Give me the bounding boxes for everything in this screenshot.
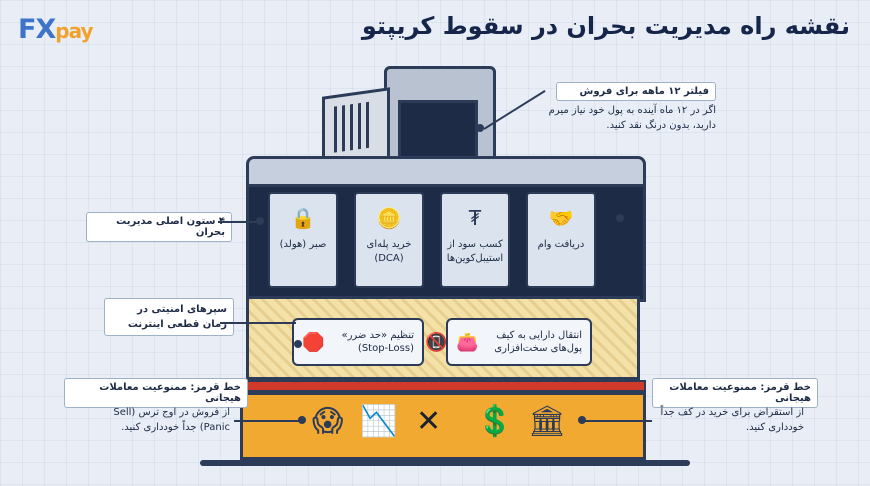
pillar-label: خرید پله‌ای (DCA) — [366, 239, 412, 264]
filter-note: اگر در ۱۲ ماه آینده به پول خود نیاز میرم… — [548, 105, 716, 131]
bank-icon: 🏛 — [528, 404, 567, 439]
ground-line — [200, 460, 690, 466]
foundation-base — [240, 392, 646, 460]
fxpay-logo: FXpay — [18, 14, 94, 45]
page-title: نقشه راه مدیریت بحران در سقوط کریپتو — [361, 12, 850, 40]
stablecoin-percent-icon: ₮ — [468, 206, 482, 230]
red-line — [240, 380, 646, 392]
pillar-label: کسب سود از استیبل‌کوین‌ها — [446, 239, 504, 264]
pillar-label: دریافت وام — [537, 239, 585, 250]
leader-dot — [256, 217, 264, 225]
pillar-loan: 🤝 دریافت وام — [526, 192, 596, 288]
leader-dot — [476, 124, 484, 132]
shield-label: انتقال دارایی به کیف پول‌های سخت‌افزاری — [494, 329, 582, 355]
shields-leader — [220, 322, 296, 324]
pillar-stablecoin: ₮ کسب سود از استیبل‌کوین‌ها — [440, 192, 510, 288]
handshake-document-icon: 🤝 — [548, 206, 574, 230]
pillar-dca: 🪙 خرید پله‌ای (DCA) — [354, 192, 424, 288]
red-line-right-callout: خط قرمز: ممنوعیت معاملات هیجانی — [652, 378, 818, 408]
pillars-leader — [218, 221, 258, 223]
hardware-wallet-icon: 👛 — [456, 331, 479, 353]
leader-dot — [578, 416, 586, 424]
lock-icon: 🔒 — [290, 206, 316, 230]
red-line-left-leader — [234, 420, 300, 422]
pillars-callout: ۴ ستون اصلی مدیریت بحران — [86, 212, 232, 242]
pillar-hold: 🔒 صبر (هولد) — [268, 192, 338, 288]
shield-hardware-wallet: انتقال دارایی به کیف پول‌های سخت‌افزاری … — [446, 318, 592, 366]
safe-door-bars — [334, 101, 372, 153]
pillar-label: صبر (هولد) — [279, 239, 327, 250]
filter-callout: فیلتر ۱۲ ماهه برای فروش — [556, 82, 716, 101]
coin-stack-icon: 🪙 — [376, 206, 402, 230]
red-line-right-leader — [580, 420, 652, 422]
borrower-coin-icon: 💲 — [476, 404, 514, 439]
red-line-left-callout: خط قرمز: ممنوعیت معاملات هیجانی — [64, 378, 248, 408]
shield-stop-loss: تنظیم «حد ضرر» (Stop-Loss) 🛑 — [292, 318, 424, 366]
stop-sign-icon: 🛑 — [302, 331, 325, 353]
leader-dot — [294, 340, 302, 348]
red-line-left-note: از فروش در اوج ترس (Sell Panic) جداً خود… — [113, 407, 230, 433]
scared-face-icon: 😱 — [312, 404, 344, 439]
falling-chart-icon: 📉 — [360, 404, 398, 439]
x-mark-icon: ✕ — [416, 404, 442, 439]
leader-dot — [616, 214, 624, 222]
shield-label: تنظیم «حد ضرر» (Stop-Loss) — [341, 329, 414, 355]
shields-callout: سپرهای امنیتی در زمان قطعی اینترنت — [104, 298, 234, 336]
no-wifi-icon: 📵 — [425, 332, 448, 353]
leader-dot — [298, 416, 306, 424]
red-line-right-note: از استقراض برای خرید در کف جداً خودداری … — [660, 407, 804, 433]
